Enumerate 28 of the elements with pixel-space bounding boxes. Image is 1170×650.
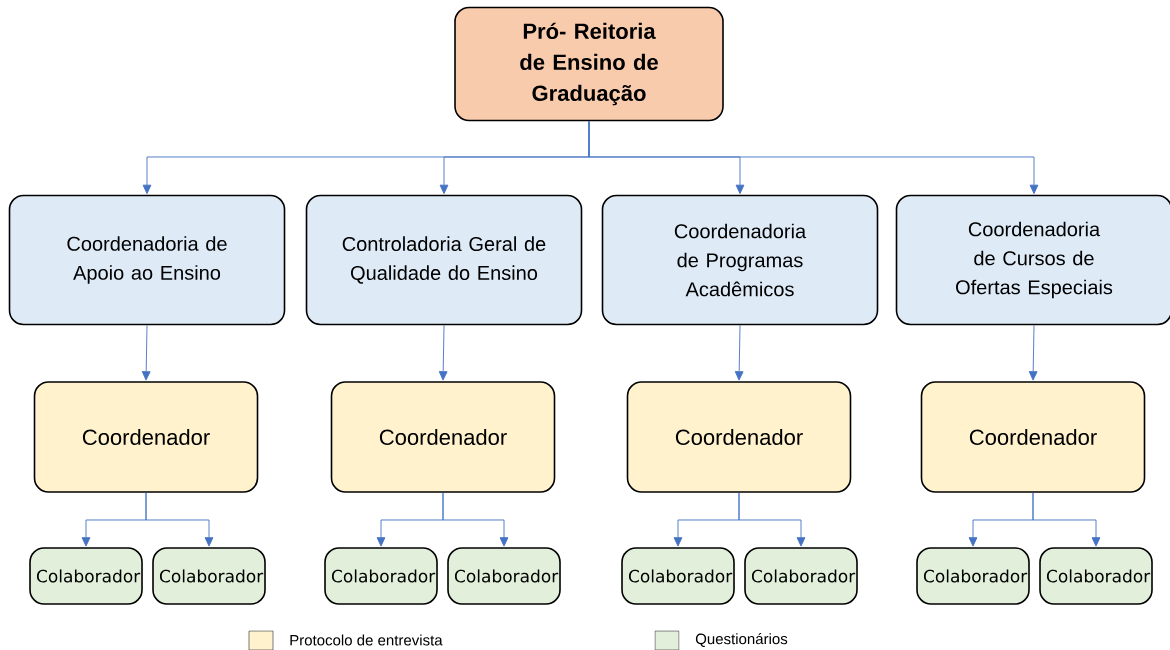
arrow xyxy=(1028,324,1038,381)
arrow xyxy=(442,492,509,547)
collaborator-box: Colaborador xyxy=(621,547,735,605)
arrow xyxy=(734,324,744,381)
collaborator-box: Colaborador xyxy=(152,547,266,605)
office-box: Pró- Reitoria de Ensino de Graduação xyxy=(454,6,724,122)
arrow xyxy=(145,492,214,547)
arrow xyxy=(588,120,1039,195)
arrow xyxy=(1032,492,1101,547)
coordinator-box: Coordenador xyxy=(920,381,1146,493)
arrow xyxy=(438,324,448,381)
unit-box: Coordenadoria de Cursos de Ofertas Especiais xyxy=(895,194,1170,326)
collaborator-box: Colaborador xyxy=(29,547,143,605)
legend-label: Questionários xyxy=(695,633,788,647)
unit-box: Coordenadoria de Programas Acadêmicos xyxy=(601,194,879,326)
coordinator-box: Coordenador xyxy=(33,381,259,493)
arrow xyxy=(738,492,806,547)
collaborator-box: Colaborador xyxy=(916,547,1030,605)
coordinator-box: Coordenador xyxy=(626,381,852,493)
unit-box: Controladoria Geral de Qualidade do Ensino xyxy=(305,194,583,326)
collaborator-box: Colaborador xyxy=(1039,547,1153,605)
coordinator-box: Coordenador xyxy=(330,381,556,493)
legend-label: Protocolo de entrevista xyxy=(290,634,443,646)
collaborator-box: Colaborador xyxy=(324,547,438,605)
collaborator-box: Colaborador xyxy=(447,547,561,605)
unit-box: Coordenadoria de Apoio ao Ensino xyxy=(8,194,286,326)
arrow xyxy=(141,324,151,381)
collaborator-box: Colaborador xyxy=(744,547,858,605)
